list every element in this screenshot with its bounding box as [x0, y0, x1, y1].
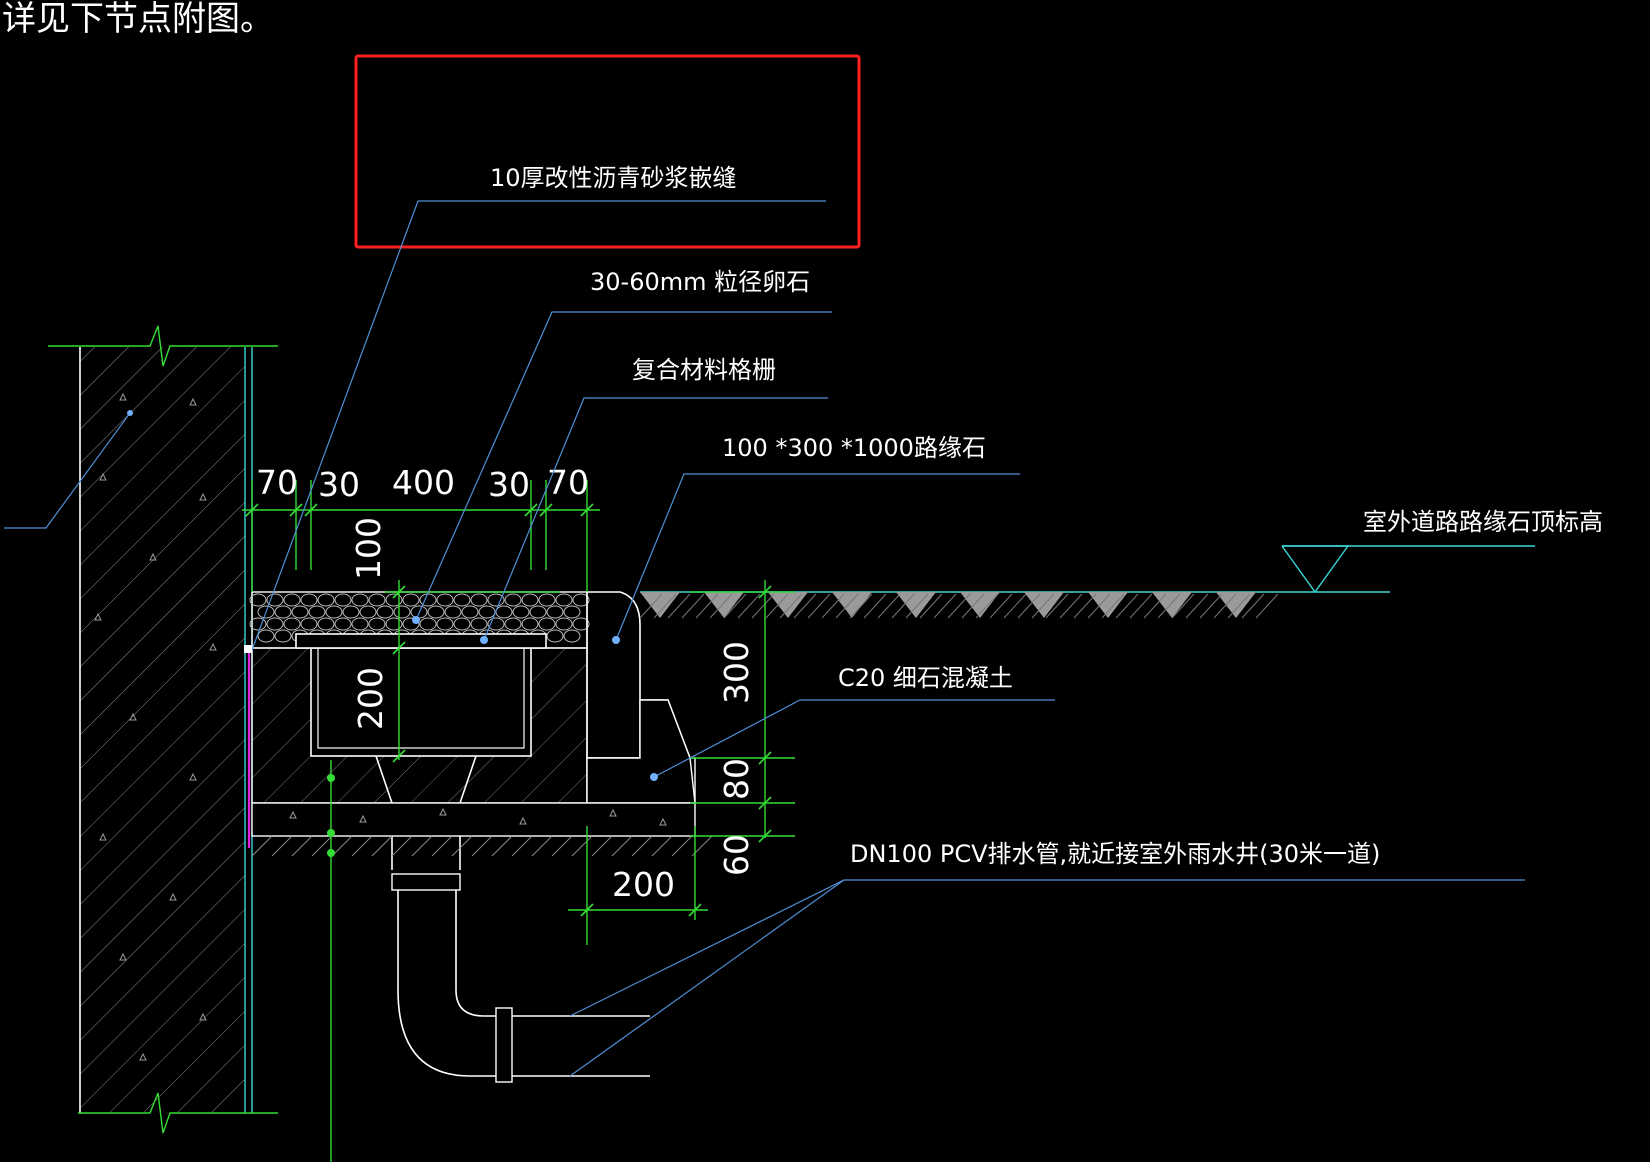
- dim-200-vertical: 200: [351, 667, 390, 730]
- label-pipe: DN100 PCV排水管,就近接室外雨水井(30米一道): [850, 840, 1380, 868]
- dim-70-right: 70: [547, 463, 589, 502]
- dim-200-horizontal: 200: [612, 865, 675, 904]
- dim-60: 60: [717, 834, 756, 876]
- dim-400: 400: [392, 463, 455, 502]
- concrete-wall: [48, 325, 278, 1134]
- dim-300: 300: [717, 641, 756, 704]
- drain-pipe: [391, 873, 650, 1083]
- dim-30-left: 30: [318, 465, 360, 504]
- label-mortar-joint: 10厚改性沥青砂浆嵌缝: [490, 164, 737, 192]
- label-grate: 复合材料格栅: [632, 356, 776, 384]
- header-text: 详见下节点附图。: [2, 0, 274, 39]
- dim-30-right: 30: [488, 465, 530, 504]
- base-slab: [251, 802, 713, 857]
- label-road-top: 室外道路路缘石顶标高: [1363, 508, 1603, 536]
- label-gravel: 30-60mm 粒径卵石: [590, 268, 810, 296]
- highlight-box: [354, 54, 861, 249]
- road-surface: [639, 545, 1535, 619]
- dim-100: 100: [349, 517, 388, 580]
- label-concrete: C20 细石混凝土: [838, 664, 1013, 692]
- leader-lines: [4, 200, 1525, 1077]
- dim-70-left: 70: [256, 463, 298, 502]
- dim-80: 80: [717, 758, 756, 800]
- channel-body: [251, 633, 696, 870]
- label-curb: 100 *300 *1000路缘石: [722, 434, 986, 462]
- dimension-lines: [242, 480, 795, 1162]
